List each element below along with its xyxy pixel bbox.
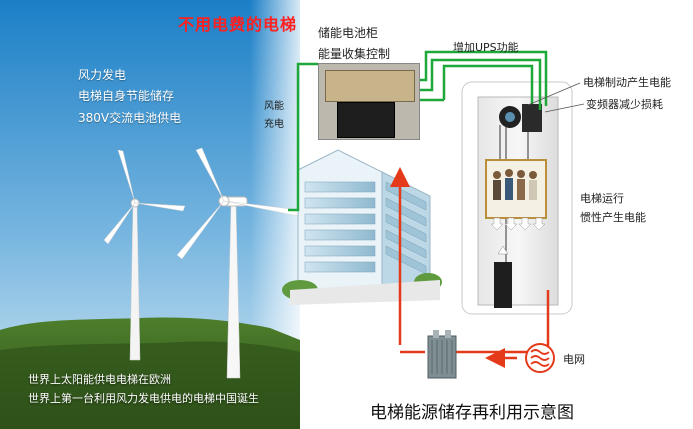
leader-lines bbox=[527, 82, 585, 113]
transformer bbox=[427, 330, 457, 379]
green-wires bbox=[288, 50, 548, 212]
battery-rack bbox=[325, 70, 415, 102]
wind-charge-2: 充电 bbox=[264, 119, 284, 130]
bottom-line-1: 世界上太阳能供电电梯在欧洲 bbox=[28, 373, 171, 386]
office-building bbox=[282, 149, 442, 305]
ups-label: 增加UPS功能 bbox=[453, 41, 519, 54]
battery-cabinet bbox=[318, 63, 420, 140]
diagram-caption: 电梯能源储存再利用示意图 bbox=[370, 403, 574, 423]
run-label-2: 惯性产生电能 bbox=[580, 211, 646, 224]
inverter-label: 变频器减少损耗 bbox=[586, 98, 663, 111]
storage-label-2: 能量收集控制 bbox=[318, 47, 391, 61]
left-line-2: 电梯自身节能储存 bbox=[78, 89, 175, 103]
page-title: 不用电费的电梯 bbox=[178, 15, 298, 34]
grid-label: 电网 bbox=[563, 353, 585, 366]
run-label-1: 电梯运行 bbox=[580, 192, 624, 205]
left-line-1: 风力发电 bbox=[78, 68, 127, 82]
left-line-3: 380V交流电池供电 bbox=[78, 111, 182, 125]
control-unit bbox=[337, 102, 395, 138]
brake-label: 电梯制动产生电能 bbox=[583, 76, 671, 89]
bottom-line-2: 世界上第一台利用风力发电供电的电梯中国诞生 bbox=[28, 392, 259, 405]
wind-turbine-right bbox=[176, 147, 301, 379]
elevator-shaft bbox=[461, 81, 573, 315]
wind-charge-1: 风能 bbox=[264, 101, 284, 112]
storage-label-1: 储能电池柜 bbox=[318, 26, 379, 40]
grid-symbol-icon bbox=[525, 343, 555, 373]
wind-turbine-left bbox=[103, 149, 186, 361]
